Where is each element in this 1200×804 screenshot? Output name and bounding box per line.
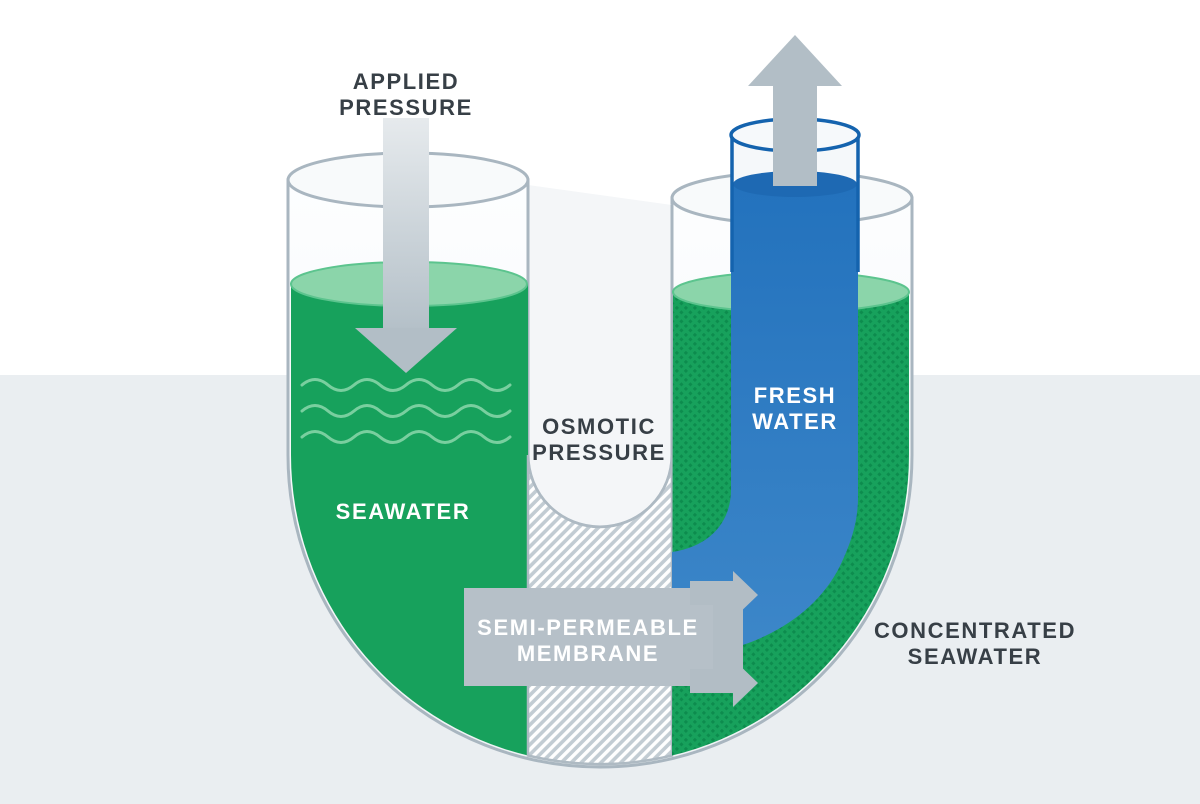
osmotic-pressure-line2: PRESSURE [532, 440, 666, 465]
concentrated-seawater-line2: SEAWATER [907, 644, 1043, 669]
applied-pressure-line1: APPLIED [352, 69, 460, 94]
concentrated-seawater-line1: CONCENTRATED [873, 618, 1077, 643]
osmotic-pressure-label: OSMOTIC PRESSURE [532, 414, 666, 466]
fresh-water-line2: WATER [752, 409, 838, 434]
applied-pressure-label: APPLIED PRESSURE [339, 69, 473, 121]
membrane-line1: SEMI-PERMEABLE [477, 615, 699, 640]
fresh-water-line1: FRESH [753, 383, 837, 408]
seawater-text: SEAWATER [335, 499, 471, 524]
fresh-water-up-arrow [748, 35, 842, 186]
membrane-flow-arrows [690, 571, 758, 707]
osmotic-pressure-line1: OSMOTIC [542, 414, 656, 439]
applied-pressure-line2: PRESSURE [339, 95, 473, 120]
membrane-label: SEMI-PERMEABLE MEMBRANE [477, 615, 699, 667]
seawater-label: SEAWATER [336, 499, 471, 525]
wave-line [300, 378, 512, 392]
seawater-wave-lines [300, 378, 512, 444]
fresh-water-body [672, 184, 858, 658]
wave-line [300, 404, 512, 418]
up-arrow-shaft [773, 82, 817, 186]
wave-line [300, 430, 512, 444]
down-arrow-head [355, 328, 457, 373]
membrane-banner-group [464, 571, 758, 707]
flow-arrow-bottom-head [733, 659, 758, 707]
membrane-line2: MEMBRANE [516, 641, 660, 666]
applied-pressure-arrow [355, 118, 457, 373]
fresh-water-label: FRESH WATER [752, 383, 838, 435]
flow-arrow-top-head [733, 571, 758, 619]
up-arrow-head [748, 35, 842, 86]
inner-channel [526, 185, 674, 529]
membrane-banner [464, 588, 713, 686]
down-arrow-shaft [383, 118, 429, 330]
concentrated-seawater-label: CONCENTRATED SEAWATER [874, 618, 1076, 670]
